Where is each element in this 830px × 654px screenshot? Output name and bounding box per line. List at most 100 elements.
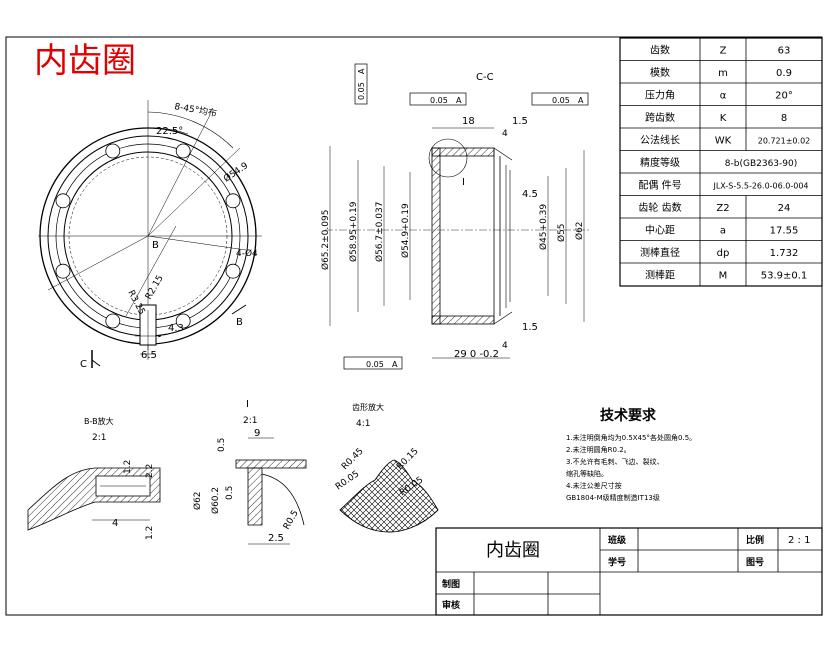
param-symbol: dp (717, 248, 730, 259)
dim-4-top: 4 (502, 129, 508, 139)
dim-angle: 22.5° (156, 126, 183, 137)
bolt-hole (225, 263, 241, 279)
detail-i-label: I (246, 399, 249, 410)
svg-text:0.05: 0.05 (366, 360, 384, 369)
bolt-holes (55, 143, 241, 329)
dim-d62: Ø62 (574, 221, 585, 240)
param-name: 跨齿数 (645, 111, 675, 124)
sheet-border (5, 36, 823, 616)
tech-title: 技术要求 (600, 407, 657, 424)
tooth-detail: 齿形放大 4:1 R0.45 R0.15 R0.05 R0.05 (334, 402, 439, 533)
svg-text:1.2: 1.2 (145, 526, 155, 540)
tolerance-frame-left (354, 63, 368, 105)
param-name: 齿数 (650, 43, 670, 56)
param-value: 20.721±0.02 (758, 136, 811, 145)
svg-text:2.未注明圆角R0.2。: 2.未注明圆角R0.2。 (566, 445, 631, 454)
bolt-hole (225, 193, 241, 209)
param-name: 精度等级 (640, 156, 680, 169)
dim-43: 4.3 (168, 323, 184, 334)
svg-text:A: A (392, 360, 398, 369)
param-value: 24 (778, 203, 791, 214)
svg-text:9: 9 (254, 428, 260, 439)
svg-text:2.5: 2.5 (268, 533, 284, 544)
bolt-hole (105, 143, 121, 159)
dim-pcd: Ø54.9 (222, 160, 251, 184)
svg-text:1.2: 1.2 (123, 460, 133, 474)
svg-text:GB1804-M级精度制造IT13级: GB1804-M级精度制造IT13级 (566, 493, 660, 502)
param-name: 公法线长 (640, 133, 680, 146)
param-symbol: Z2 (716, 203, 729, 214)
dim-d55: Ø55 (556, 223, 567, 242)
svg-text:缩孔等缺陷。: 缩孔等缺陷。 (566, 469, 608, 478)
svg-text:1.未注明倒角均为0.5X45°各处圆角0.5。: 1.未注明倒角均为0.5X45°各处圆角0.5。 (566, 433, 696, 442)
part-name: 内齿圈 (486, 540, 540, 561)
tooth-scale: 4:1 (356, 419, 370, 429)
param-value: JLX-S-5.5-26.0-06.0-004 (712, 181, 808, 190)
svg-text:Ø60.2: Ø60.2 (210, 487, 221, 514)
param-name: 测棒直径 (640, 246, 680, 259)
param-value: 20° (775, 90, 793, 101)
param-symbol: WK (715, 135, 732, 146)
param-value: 8-b(GB2363-90) (725, 159, 797, 169)
svg-text:0.05: 0.05 (552, 96, 570, 105)
label-c: C (80, 359, 87, 370)
drawing-no-label: 图号 (746, 557, 764, 568)
student-label: 学号 (608, 556, 626, 568)
svg-text:Ø62: Ø62 (192, 491, 203, 510)
bb-view: B-B放大 2:1 1.2 2.2 1.2 4 (27, 416, 161, 540)
svg-text:R0.5: R0.5 (282, 509, 301, 532)
param-symbol: a (720, 225, 726, 236)
label-b1: B (152, 240, 159, 251)
title-block: 内齿圈 班级 比例 2 : 1 学号 图号 制图 审核 (435, 527, 823, 616)
param-value: 8 (781, 113, 787, 124)
param-name: 中心距 (645, 223, 675, 236)
param-name: 压力角 (645, 88, 675, 101)
bolt-hole (105, 313, 121, 329)
param-name: 测棒距 (645, 268, 675, 281)
dim-29: 29 0 -0.2 (454, 349, 499, 360)
label-b2: B (236, 317, 243, 328)
bolt-hole (55, 263, 71, 279)
bolt-hole (175, 143, 191, 159)
title-mark: 内齿圈 (34, 41, 136, 81)
dim-65: 6.5 (141, 350, 157, 361)
scale-label: 比例 (746, 534, 764, 546)
param-value: 0.9 (776, 68, 792, 79)
param-name: 齿轮 齿数 (638, 201, 681, 214)
svg-text:2.2: 2.2 (145, 464, 155, 478)
param-symbol: K (720, 113, 727, 124)
param-value: 53.9±0.1 (761, 270, 808, 281)
bb-label: B-B放大 (84, 416, 114, 426)
dim-d567: Ø56.7±0.037 (374, 202, 385, 262)
bolt-hole (175, 313, 191, 329)
drawn-label: 制图 (442, 578, 460, 590)
svg-text:A: A (456, 96, 462, 105)
svg-text:R0.05: R0.05 (334, 469, 361, 492)
scale-value: 2 : 1 (788, 535, 810, 546)
tolerance-frame-top1 (409, 92, 467, 106)
param-name: 配偶 件号 (638, 178, 681, 191)
tech-requirements: 技术要求 1.未注明倒角均为0.5X45°各处圆角0.5。 2.未注明圆角R0.… (566, 407, 696, 502)
dim-r325: R3.25 (125, 289, 146, 317)
dim-15-bot: 1.5 (522, 322, 538, 333)
param-name: 模数 (650, 66, 670, 79)
tooth-label: 齿形放大 (352, 402, 384, 412)
front-view: 8-45°均布 22.5° Ø54.9 4-Ø4 R3.25 R2.15 4.3… (38, 100, 262, 370)
dim-holes: 4-Ø4 (236, 248, 258, 259)
review-label: 审核 (442, 599, 460, 611)
param-symbol: m (718, 68, 728, 79)
dim-d549: Ø54.9+0.19 (400, 203, 411, 258)
svg-text:0.5: 0.5 (225, 486, 235, 500)
param-value: 17.55 (770, 225, 799, 236)
svg-text:R0.15: R0.15 (395, 446, 421, 472)
svg-text:0.05: 0.05 (430, 96, 448, 105)
dim-15-top: 1.5 (512, 116, 528, 127)
detail-i-scale: 2:1 (243, 416, 257, 426)
svg-text:4: 4 (112, 518, 118, 529)
param-symbol: M (719, 270, 728, 281)
dim-4-bot: 4 (502, 341, 508, 351)
param-symbol: Z (720, 45, 727, 56)
svg-text:A: A (578, 96, 584, 105)
